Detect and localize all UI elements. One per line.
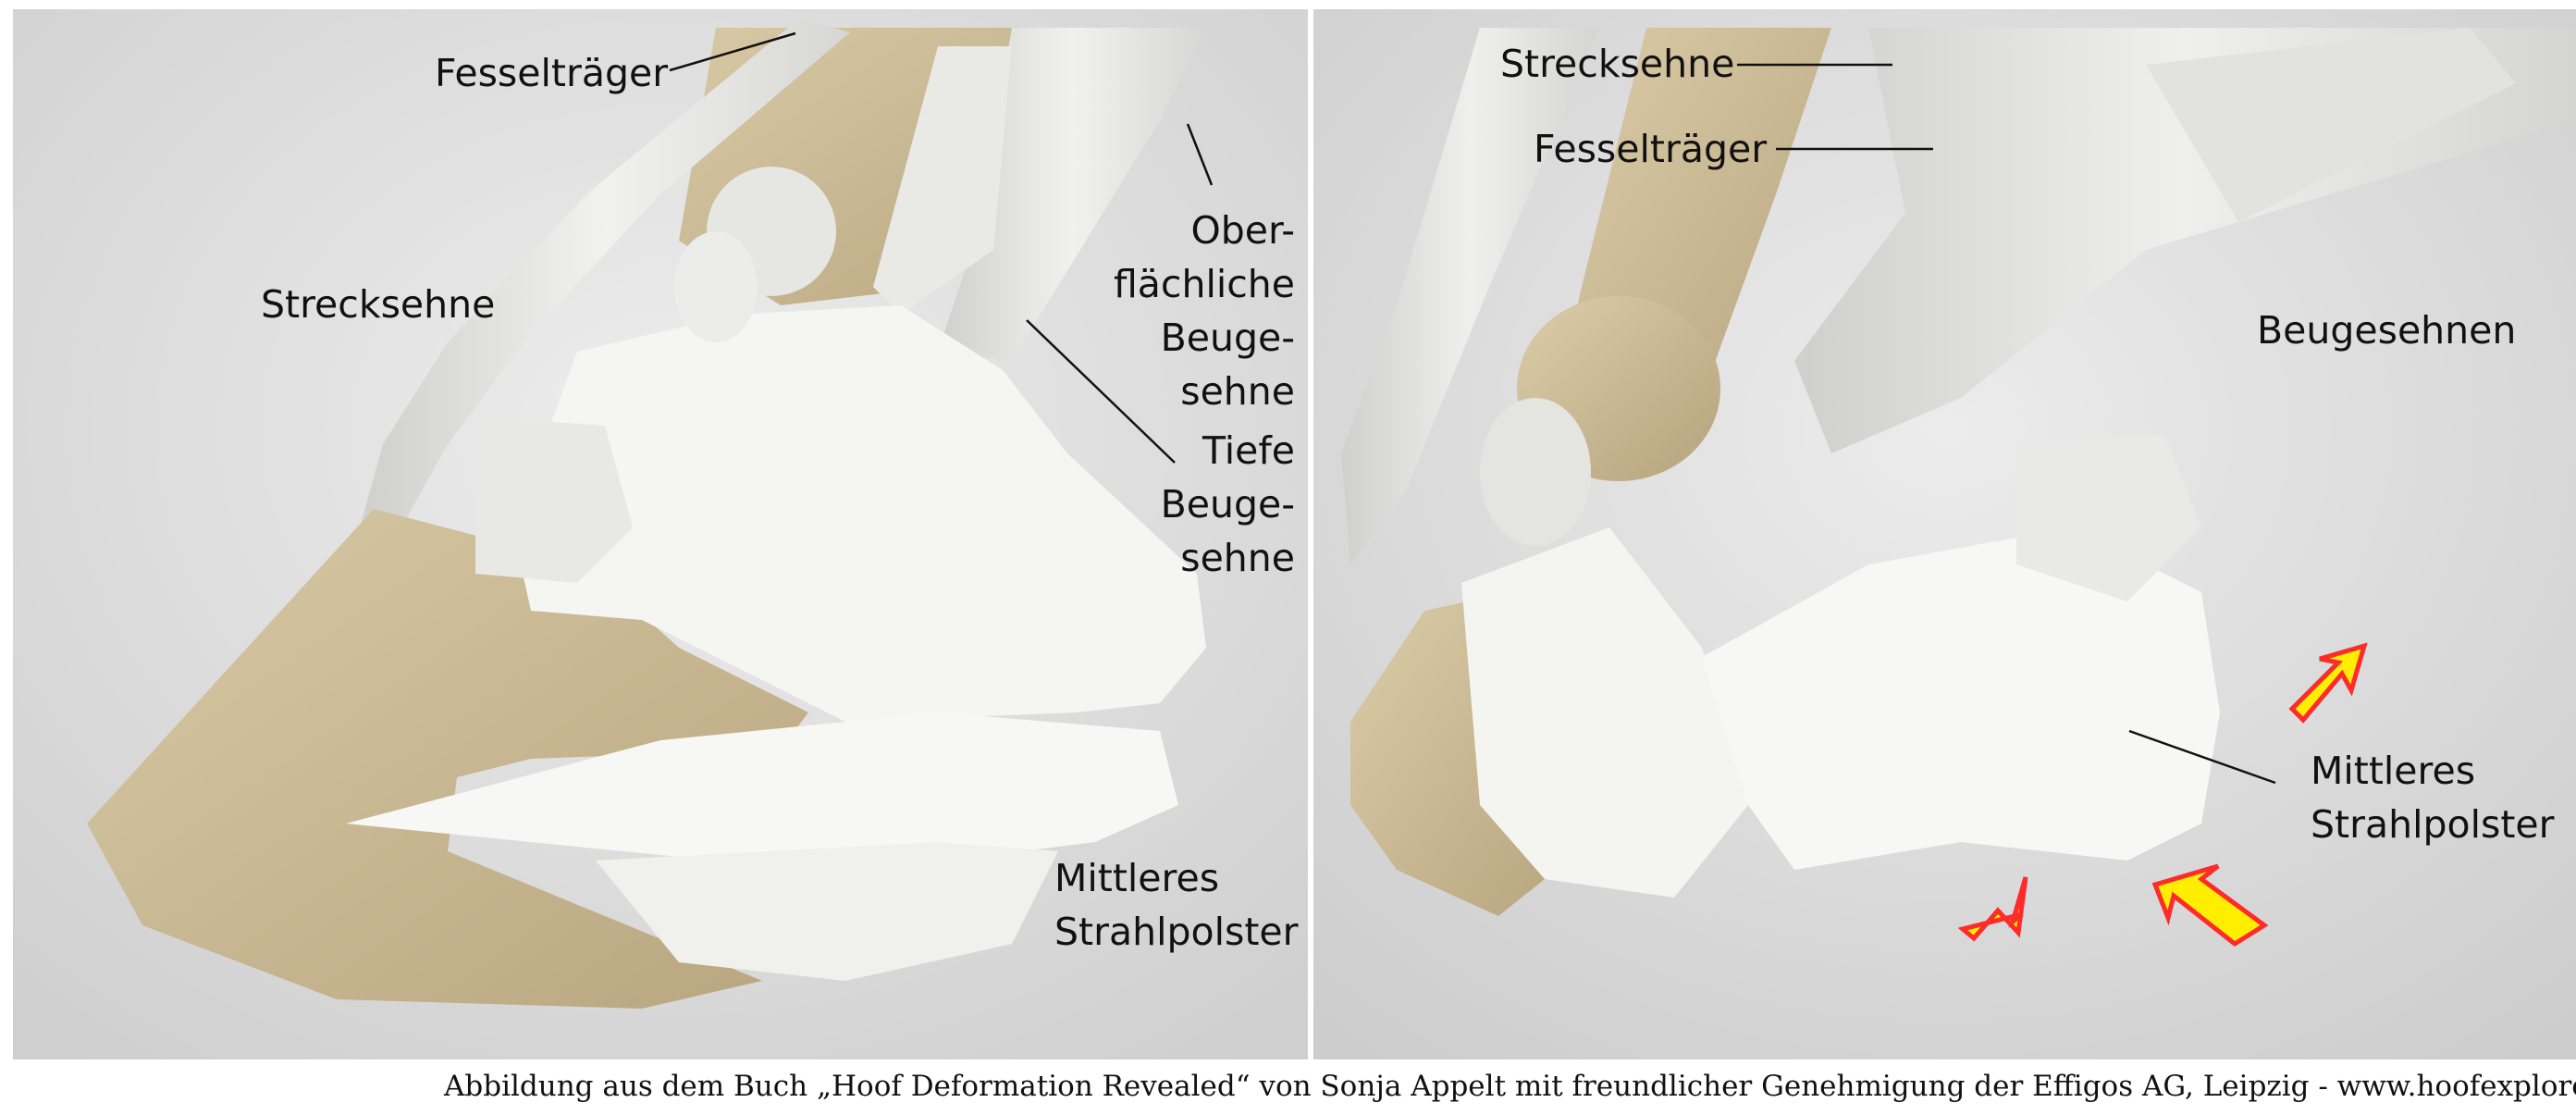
label-strecksehne-right: Strecksehne (1500, 37, 1734, 91)
leader-fesseltraeger-left (670, 33, 795, 70)
label-beugesehnen: Beugesehnen (2257, 304, 2516, 357)
label-fesseltraeger-left: Fesselträger (435, 46, 668, 100)
arrow-icon-up-left-large (2155, 866, 2264, 944)
arrow-icon-down-left-small (1963, 877, 2026, 938)
leader-strahlpolster-right (2129, 731, 2275, 783)
leader-oberflaechliche (1188, 124, 1212, 185)
label-fesseltraeger-right: Fesselträger (1534, 122, 1767, 176)
label-strecksehne-left: Strecksehne (261, 278, 495, 331)
label-tiefe-beugesehne: Tiefe Beuge- sehne (1091, 424, 1295, 585)
label-oberflaechliche-beugesehne: Ober- flächliche Beuge- sehne (1091, 204, 1295, 418)
label-strahlpolster-left: Mittleres Strahlpolster (1054, 851, 1298, 959)
arrow-icon-up-right (2292, 646, 2364, 720)
label-strahlpolster-right: Mittleres Strahlpolster (2311, 744, 2554, 851)
image-credit: Abbildung aus dem Buch „Hoof Deformation… (444, 1070, 2576, 1103)
